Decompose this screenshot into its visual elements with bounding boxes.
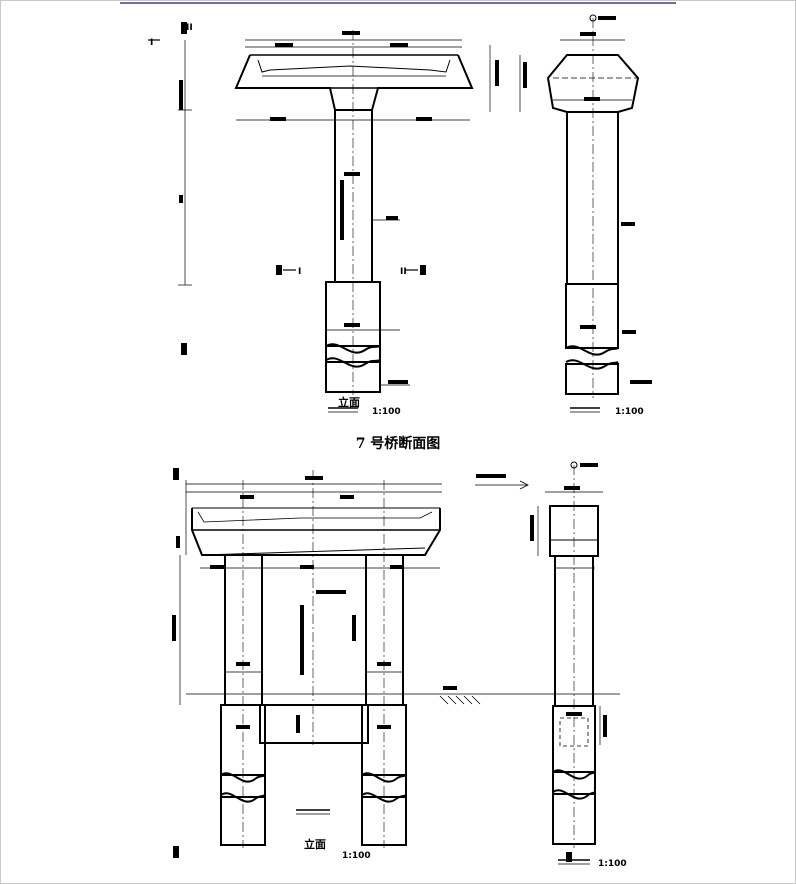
bottom-side-annotations	[530, 463, 607, 862]
top-front-annotations	[179, 22, 499, 384]
bottom-cap-beam	[191, 508, 441, 556]
section-mark-2: I	[298, 267, 301, 277]
bottom-side-scale: 1:100	[598, 859, 627, 869]
side-column	[566, 111, 619, 285]
side-pile-lower	[565, 363, 619, 395]
top-front-scale: 1:100	[372, 407, 401, 417]
bottom-side-pile-lower	[552, 793, 596, 845]
cap-beam-outline	[234, 54, 474, 111]
top-side-view	[519, 14, 640, 413]
side-pile-upper	[565, 283, 619, 349]
top-front-view	[148, 30, 491, 413]
section-mark-1: I	[150, 38, 153, 48]
top-front-title: 立面	[338, 395, 360, 409]
section-mark-4: II	[186, 23, 193, 33]
drawing-caption: 7 号桥断面图	[355, 436, 441, 452]
top-side-scale: 1:100	[615, 407, 644, 417]
bottom-front-annotations	[172, 468, 506, 858]
bottom-side-cap	[549, 505, 599, 557]
bottom-front-scale: 1:100	[342, 851, 371, 861]
tie-beam	[259, 704, 369, 744]
left-column	[224, 554, 263, 706]
bottom-front-view	[179, 470, 620, 848]
top-side-annotations	[523, 16, 652, 384]
bottom-front-title: 立面	[304, 837, 326, 851]
right-column	[365, 554, 404, 706]
section-mark-3: II	[400, 267, 407, 277]
bottom-side-view	[537, 461, 603, 865]
